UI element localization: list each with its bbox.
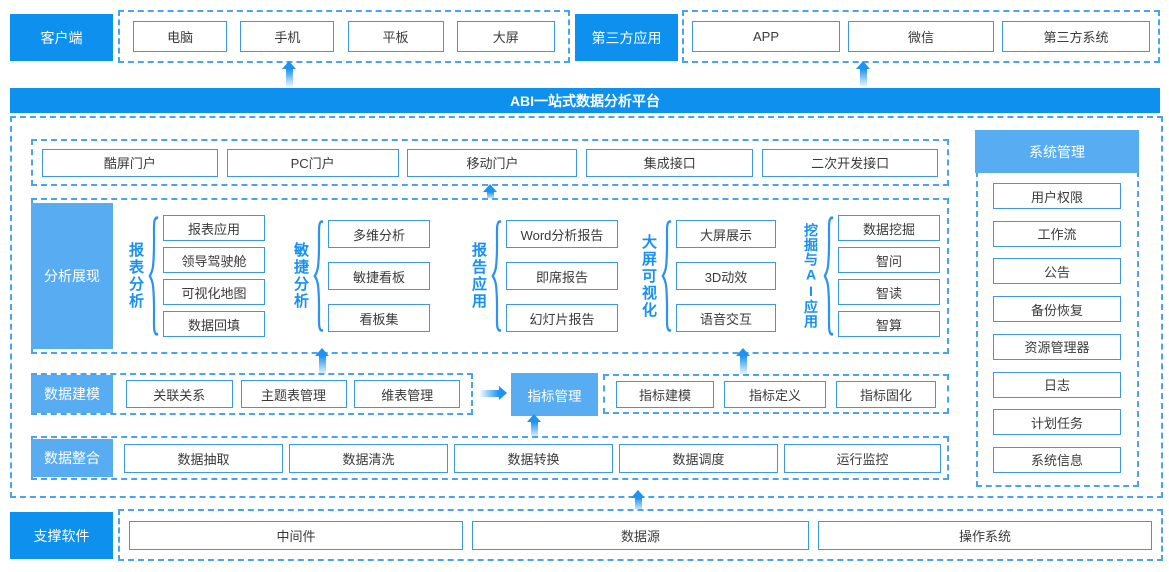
group-label: 敏捷分析 — [292, 242, 309, 310]
portal-box: PC门户 — [226, 148, 399, 177]
analysis-item-box: 敏捷看板 — [328, 262, 430, 290]
client-section-label: 客户端 — [10, 14, 113, 61]
client-device-box: 手机 — [240, 21, 335, 52]
indicator-box: 指标定义 — [724, 380, 826, 408]
arrow-right-icon — [480, 385, 507, 401]
system-box: 用户权限 — [993, 183, 1121, 209]
client-device-box: 电脑 — [133, 21, 228, 52]
brace-icon — [491, 220, 502, 332]
integration-box: 数据调度 — [619, 443, 778, 473]
system-box: 系统信息 — [993, 446, 1121, 473]
support-box: 中间件 — [129, 520, 463, 550]
integration-box: 数据转换 — [454, 443, 613, 473]
indicator-items: 指标建模 指标定义 指标固化 — [606, 374, 946, 414]
system-box: 资源管理器 — [993, 333, 1121, 360]
analysis-item-box: 看板集 — [328, 304, 430, 332]
portal-box: 酷屏门户 — [41, 148, 218, 177]
analysis-group: 敏捷分析 多维分析 敏捷看板 看板集 — [291, 200, 430, 352]
indicator-management-label: 指标管理 — [511, 373, 598, 416]
third-party-box: 微信 — [848, 21, 994, 52]
arrow-up-icon — [526, 414, 542, 438]
integration-box: 数据抽取 — [124, 443, 283, 473]
integration-box: 数据清洗 — [289, 443, 448, 473]
analysis-item-box: Word分析报告 — [506, 220, 618, 248]
analysis-group: 大屏可视化 大屏展示 3D动效 语音交互 — [639, 200, 776, 352]
analysis-group: 挖掘与AI应用 数据挖掘 智问 智读 智算 — [803, 200, 940, 352]
integration-box: 运行监控 — [784, 443, 941, 473]
system-box: 备份恢复 — [993, 296, 1121, 323]
analysis-item-box: 领导驾驶舱 — [163, 247, 265, 273]
portal-box: 移动门户 — [407, 148, 578, 177]
analysis-item-box: 多维分析 — [328, 220, 430, 248]
analysis-item-box: 智问 — [838, 247, 940, 273]
analysis-group: 报告应用 Word分析报告 即席报告 幻灯片报告 — [469, 200, 618, 352]
client-device-box: 平板 — [347, 21, 444, 52]
support-panel: 中间件 数据源 操作系统 — [118, 509, 1163, 561]
arrow-up-icon — [314, 348, 330, 375]
system-box: 工作流 — [993, 220, 1121, 247]
group-label: 报告应用 — [470, 242, 487, 310]
group-label: 大屏可视化 — [640, 233, 657, 319]
system-box: 日志 — [993, 371, 1121, 398]
modeling-section-label: 数据建模 — [31, 375, 113, 413]
analysis-item-box: 报表应用 — [163, 215, 265, 241]
indicator-box: 指标固化 — [836, 380, 936, 408]
brace-icon — [313, 220, 324, 332]
arrow-up-icon — [735, 348, 751, 375]
arrow-up-icon — [482, 184, 498, 200]
analysis-group: 报表分析 报表应用 领导驾驶舱 可视化地图 数据回填 — [126, 200, 265, 352]
support-section-label: 支撑软件 — [10, 512, 113, 559]
arrow-up-icon — [630, 490, 646, 512]
integration-items: 数据抽取 数据清洗 数据转换 数据调度 运行监控 — [118, 436, 947, 480]
portal-box: 二次开发接口 — [762, 148, 939, 177]
modeling-box: 关联关系 — [125, 380, 233, 408]
analysis-item-box: 可视化地图 — [163, 279, 265, 305]
arrow-up-icon — [855, 61, 871, 87]
third-party-box: APP — [692, 21, 840, 52]
analysis-item-box: 数据挖掘 — [838, 215, 940, 241]
modeling-box: 主题表管理 — [240, 380, 347, 408]
analysis-item-box: 幻灯片报告 — [506, 304, 618, 332]
analysis-item-box: 智读 — [838, 279, 940, 305]
third-party-section-label: 第三方应用 — [575, 14, 678, 61]
indicator-box: 指标建模 — [616, 380, 714, 408]
support-box: 数据源 — [472, 520, 809, 550]
modeling-box: 维表管理 — [354, 380, 461, 408]
analysis-item-box: 语音交互 — [676, 304, 776, 332]
support-box: 操作系统 — [818, 520, 1152, 550]
analysis-item-box: 即席报告 — [506, 262, 618, 290]
brace-icon — [661, 220, 672, 332]
analysis-panel: 报表分析 报表应用 领导驾驶舱 可视化地图 数据回填 敏捷分析 多维分析 敏捷看… — [31, 198, 949, 354]
group-label: 报表分析 — [127, 242, 144, 310]
analysis-item-box: 大屏展示 — [676, 220, 776, 248]
brace-icon — [148, 216, 159, 336]
system-management-items: 用户权限 工作流 公告 备份恢复 资源管理器 日志 计划任务 系统信息 — [993, 183, 1121, 473]
system-box: 计划任务 — [993, 409, 1121, 436]
analysis-item-box: 3D动效 — [676, 262, 776, 290]
group-label: 挖掘与AI应用 — [803, 223, 819, 329]
analysis-section-label: 分析展现 — [31, 203, 113, 349]
system-box: 公告 — [993, 258, 1121, 285]
third-party-box: 第三方系统 — [1002, 21, 1150, 52]
brace-icon — [823, 216, 834, 336]
platform-banner: ABI一站式数据分析平台 — [10, 88, 1160, 113]
integration-section-label: 数据整合 — [31, 439, 113, 477]
system-management-header: 系统管理 — [975, 130, 1139, 173]
analysis-item-box: 数据回填 — [163, 311, 265, 337]
client-devices-panel: 电脑 手机 平板 大屏 — [118, 10, 570, 63]
client-device-box: 大屏 — [456, 21, 555, 52]
modeling-items: 关联关系 主题表管理 维表管理 — [118, 373, 468, 415]
analysis-item-box: 智算 — [838, 311, 940, 337]
platform-panel — [10, 116, 1163, 498]
third-party-panel: APP 微信 第三方系统 — [682, 10, 1160, 63]
portal-box: 集成接口 — [586, 148, 754, 177]
arrow-up-icon — [281, 61, 297, 87]
portal-panel: 酷屏门户 PC门户 移动门户 集成接口 二次开发接口 — [31, 139, 949, 186]
